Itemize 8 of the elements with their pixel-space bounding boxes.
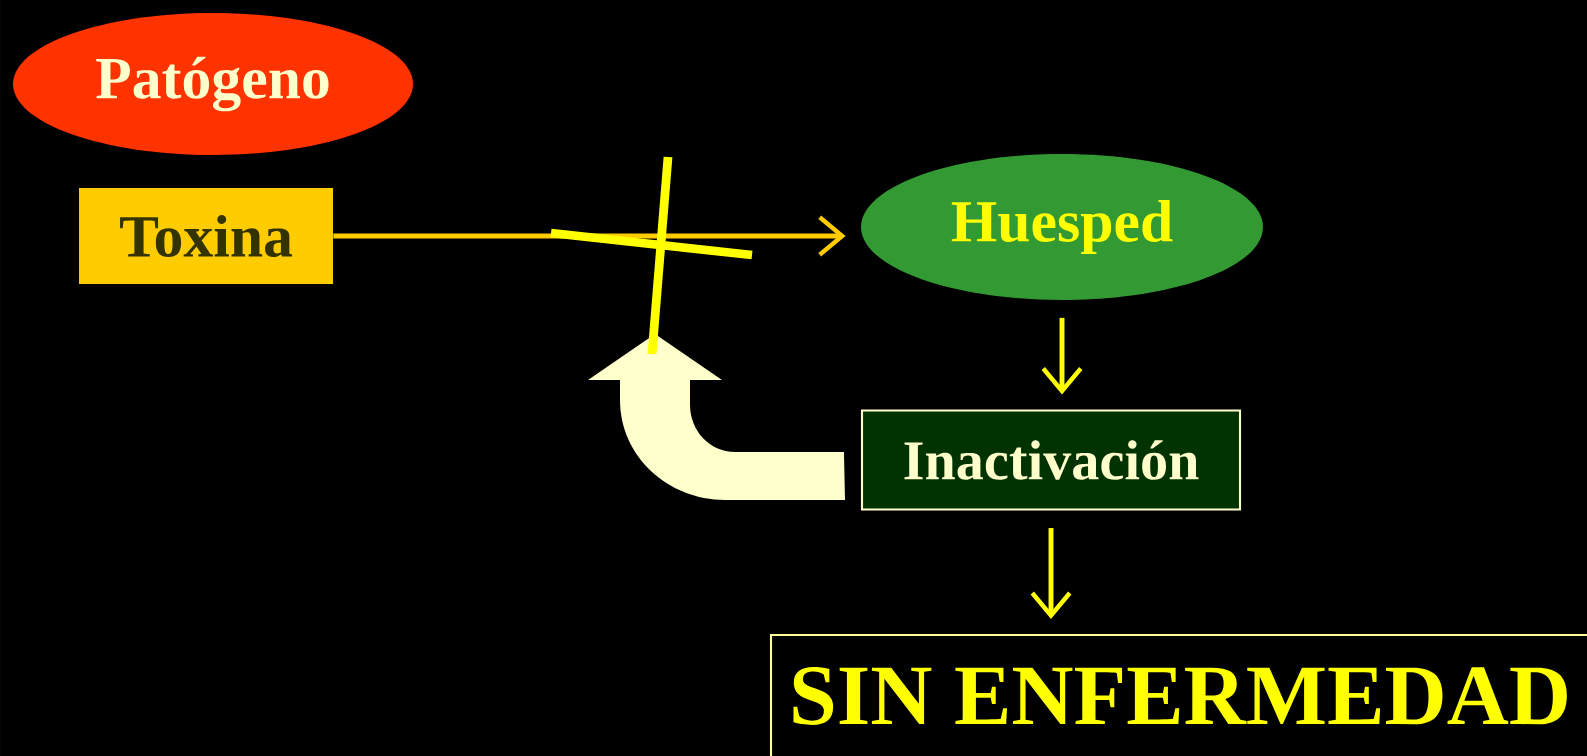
result-box: SIN ENFERMEDAD: [769, 633, 1587, 756]
process-box: Toxina: [79, 188, 333, 284]
bent-arrow: [588, 334, 845, 500]
arrow: [333, 215, 846, 257]
ellipse-node: Patógeno: [13, 13, 413, 155]
ellipse-node: Huesped: [861, 154, 1263, 300]
process-box: Inactivación: [860, 409, 1242, 511]
arrow: [1030, 528, 1072, 619]
